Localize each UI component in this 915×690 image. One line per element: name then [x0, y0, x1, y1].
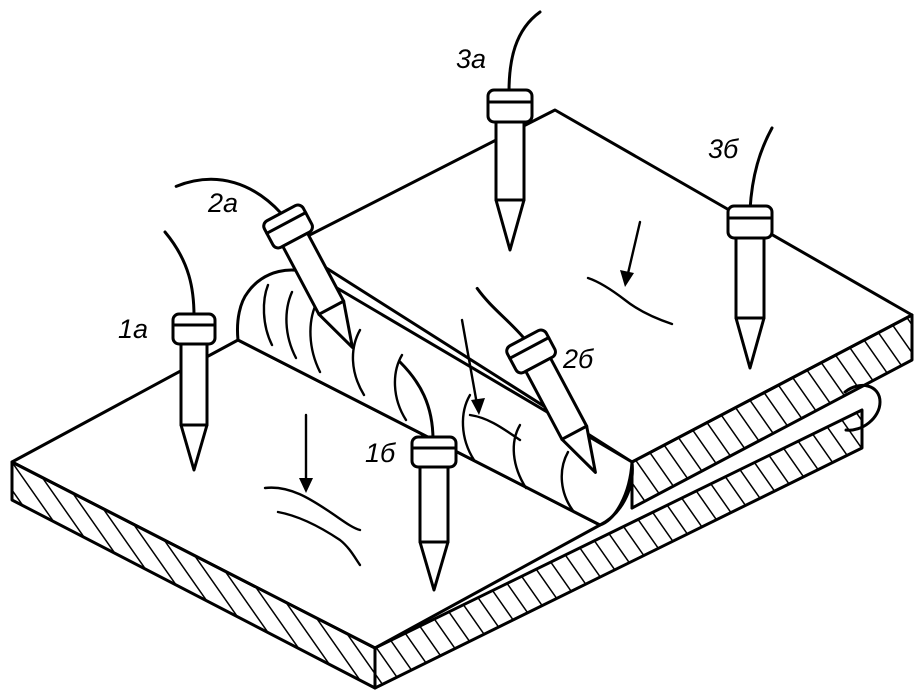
probe-3a-body — [494, 120, 526, 252]
weld-ripple-7 — [512, 423, 528, 490]
probe-2b-tip-line — [560, 424, 589, 441]
label-2b: 2б — [562, 344, 594, 374]
probe-3b-body — [734, 236, 766, 370]
lower-plate — [10, 338, 864, 690]
probe-3a-cap — [486, 88, 534, 124]
label-3a: 3а — [456, 44, 486, 74]
probe-2b — [475, 286, 597, 474]
probe-2a-cable — [174, 177, 283, 215]
probe-2b-cable — [475, 286, 526, 340]
probe-2a — [174, 177, 354, 349]
probe-1a-cable — [163, 230, 196, 318]
weld-ripple-1 — [262, 283, 274, 347]
probe-3b-cable — [748, 126, 774, 212]
arrow-upper-head — [620, 270, 634, 287]
label-2a: 2а — [207, 188, 238, 218]
crack-upper — [586, 276, 674, 326]
weld-ripple-6 — [461, 393, 476, 462]
probe-1a-body — [179, 342, 209, 472]
label-1b: 1б — [365, 438, 396, 468]
weld-ripple-8 — [560, 450, 576, 514]
probe-2a-tip-line — [317, 299, 346, 316]
crack-weld — [468, 413, 522, 442]
crack-marks — [263, 220, 674, 567]
label-3b: 3б — [708, 134, 739, 164]
arrow-lower-head — [299, 478, 313, 493]
weld-ripple-5 — [393, 353, 408, 422]
arrow-weld-head — [471, 398, 485, 415]
probe-2a-body — [281, 231, 354, 349]
probe-2a-cap-line — [265, 211, 308, 235]
weld-bead — [236, 268, 634, 527]
probe-1b-cap — [410, 435, 458, 469]
probe-1a-cap — [171, 312, 217, 346]
probe-3a-cable — [507, 10, 542, 94]
probe-3b-cap — [726, 204, 774, 240]
probe-3a: 3а — [456, 10, 542, 252]
weld-bead-body — [236, 268, 634, 527]
weld-ripple-2 — [285, 290, 298, 360]
probe-1b-body — [418, 465, 450, 592]
arrow-weld — [460, 318, 480, 412]
weld-ripple-3 — [309, 302, 322, 374]
probe-2b-body — [524, 356, 597, 474]
probe-1a: 1а — [118, 230, 217, 472]
probe-3b: 3б — [708, 126, 774, 370]
probe-2b-cap-line — [508, 336, 551, 360]
crack-lower-1 — [263, 486, 362, 532]
probe-1b-cable — [398, 360, 435, 442]
weld-bead-end — [598, 460, 634, 527]
label-1a: 1а — [118, 314, 148, 344]
weld-ripple-4 — [351, 328, 366, 397]
underside-weld-end — [843, 383, 882, 432]
probe-1b: 1б — [365, 360, 458, 592]
crack-lower-2 — [276, 510, 362, 567]
